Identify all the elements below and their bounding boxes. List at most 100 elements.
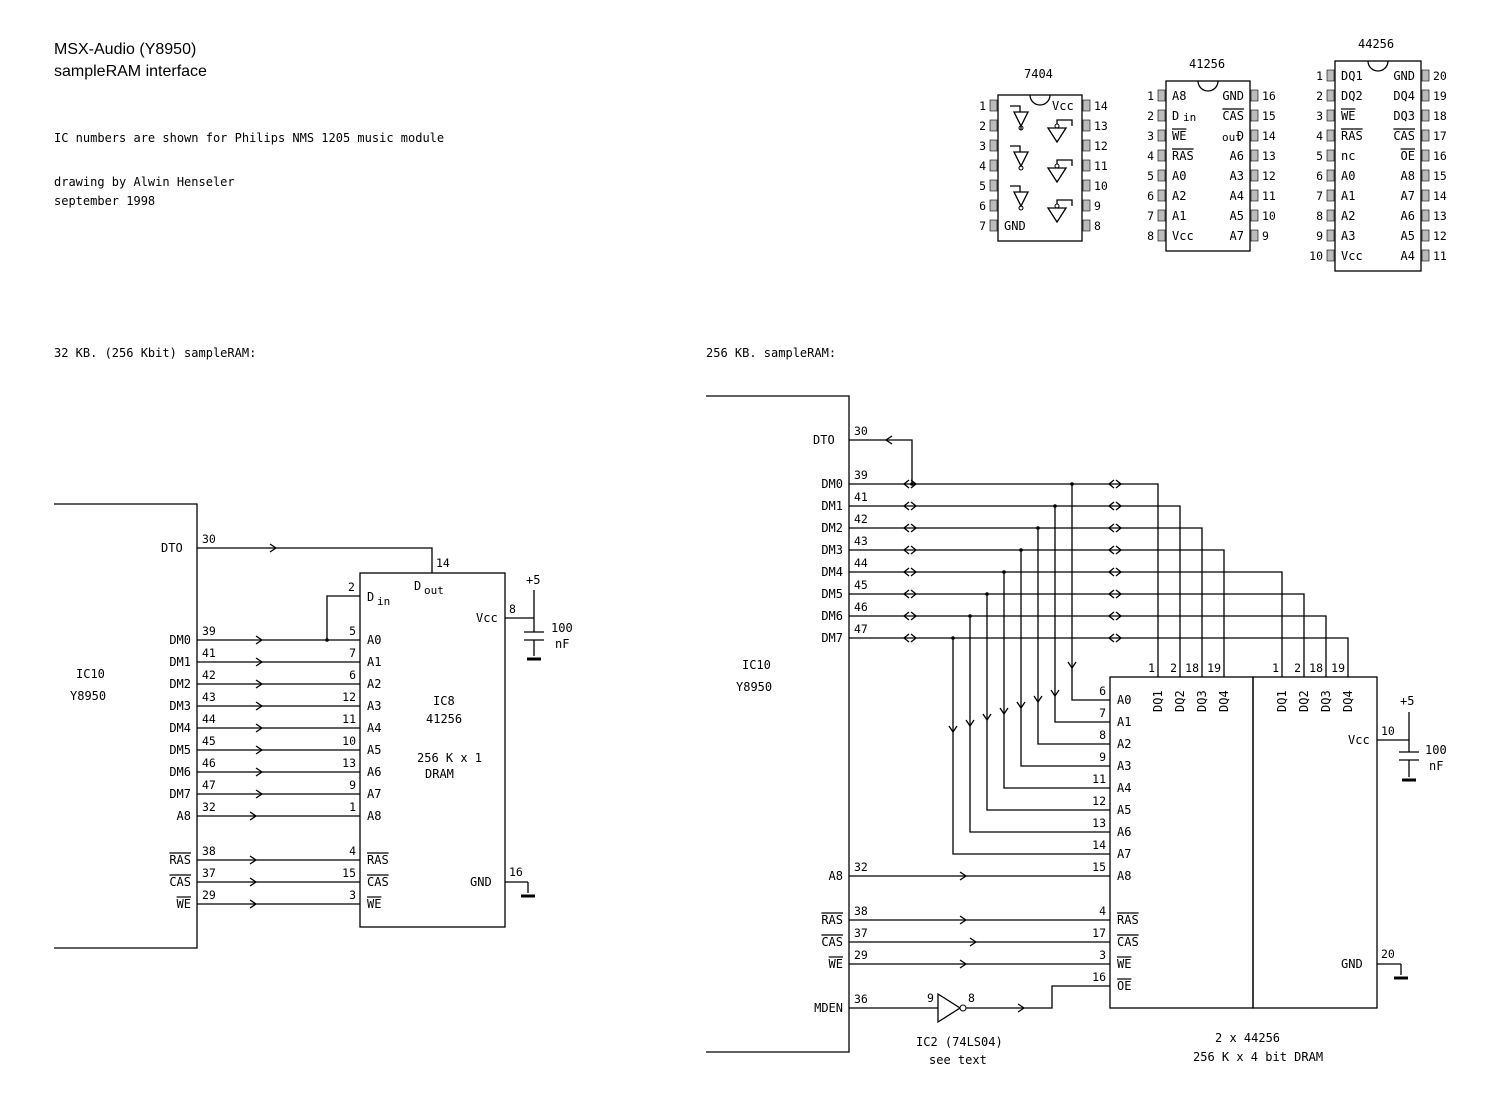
dram-pin-number: 7 <box>349 646 356 660</box>
page-subtitle: sampleRAM interface <box>54 63 207 80</box>
y8950-pin-number: 44 <box>854 556 868 570</box>
junction-dot <box>951 636 955 640</box>
right-vcc-label: Vcc <box>1348 733 1370 747</box>
data-wire <box>849 637 1349 677</box>
right-supply-label: +5 <box>1400 694 1414 708</box>
pin-number: 6 <box>979 199 986 213</box>
y8950-pin-number: 29 <box>202 888 216 902</box>
pin-number: 6 <box>1316 169 1323 183</box>
dram-pin-number: 11 <box>1092 772 1106 786</box>
dram-pin-name: A7 <box>367 787 381 801</box>
data-wire <box>849 483 1159 677</box>
right-vcc-pin: 10 <box>1381 724 1395 738</box>
pin-pad <box>1326 89 1335 102</box>
pin-number: 15 <box>1433 169 1447 183</box>
pin-number: 6 <box>1147 189 1154 203</box>
dram-pin-name: CAS <box>1117 935 1139 949</box>
arrow-bidirectional <box>1108 589 1122 599</box>
pin-number: 10 <box>1262 209 1276 223</box>
pin-pad <box>1250 229 1259 242</box>
y8950-signal-label: RAS <box>169 853 191 867</box>
dram-pin-number: 4 <box>349 844 356 858</box>
dq-pin-name: DQ3 <box>1319 690 1333 712</box>
pin-name: A1 <box>1172 209 1186 223</box>
arrow-bidirectional <box>903 611 917 621</box>
dram-pin-number: 13 <box>1092 816 1106 830</box>
pin-pad <box>1250 129 1259 142</box>
dram-pin-number: 9 <box>1099 750 1106 764</box>
y8950-pin-number: 29 <box>854 948 868 962</box>
y8950-pin-number: 32 <box>202 800 216 814</box>
dram-pin-number: 11 <box>342 712 356 726</box>
dram-pin-name: A4 <box>1117 781 1131 795</box>
dq-pin-name: DQ3 <box>1195 690 1209 712</box>
data-wire <box>849 615 1327 677</box>
pin-number: 5 <box>1147 169 1154 183</box>
y8950-signal-label: DM4 <box>821 565 843 579</box>
pin-pad <box>989 179 998 192</box>
pin-pad <box>1157 229 1166 242</box>
arrow-bidirectional <box>1108 567 1122 577</box>
junction-dot <box>1036 526 1040 530</box>
pin-number: 4 <box>1147 149 1154 163</box>
arrow-bidirectional <box>1108 501 1122 511</box>
pin-number: 19 <box>1433 89 1447 103</box>
pin-name: A7 <box>1401 189 1415 203</box>
dram-pin-number: 4 <box>1099 904 1106 918</box>
pin-pad <box>1157 129 1166 142</box>
pin-pad <box>1326 229 1335 242</box>
pin-name: A5 <box>1230 209 1244 223</box>
arrow-down <box>1067 661 1077 669</box>
left-vcc-label: Vcc <box>476 611 498 625</box>
y8950-signal-label: A8 <box>177 809 191 823</box>
left-gnd-pin: 16 <box>509 865 523 879</box>
arrow-right <box>255 635 263 645</box>
y8950-signal-label: WE <box>829 957 843 971</box>
pin-name: A8 <box>1401 169 1415 183</box>
right-ic10-name: IC10 <box>742 658 771 672</box>
page-title: MSX-Audio (Y8950) <box>54 41 196 58</box>
right-dram-pin-a1: 7A1 <box>1099 706 1131 729</box>
pin-name: D <box>1172 109 1179 123</box>
pin-number: 7 <box>1147 209 1154 223</box>
pin-name: GND <box>1222 89 1244 103</box>
right-dto-label: DTO <box>813 433 835 447</box>
dram-pin-number: 10 <box>342 734 356 748</box>
pin-subscript: out <box>1222 131 1242 144</box>
pin-name: A4 <box>1230 189 1244 203</box>
pin-pad <box>1326 249 1335 262</box>
pin-name: A6 <box>1230 149 1244 163</box>
dram-pin-number: 15 <box>1092 860 1106 874</box>
dq-pin-name: DQ4 <box>1217 690 1231 712</box>
dram-pin-name: OE <box>1117 979 1131 993</box>
dram-pin-number: 6 <box>1099 684 1106 698</box>
right-dram-pin-a0: 6A0 <box>1099 684 1131 707</box>
y8950-pin-number: 39 <box>854 468 868 482</box>
pin-number: 9 <box>1262 229 1269 243</box>
pin-name: WE <box>1341 109 1355 123</box>
dq-pin-number: 19 <box>1207 661 1221 675</box>
pin-pad <box>1421 149 1430 162</box>
pin-pad <box>1250 89 1259 102</box>
data-wire <box>849 571 1283 677</box>
right-dram-pin-a2: 8A2 <box>1099 728 1131 751</box>
y8950-pin-number: 43 <box>202 690 216 704</box>
arrow-right <box>255 701 263 711</box>
pin-number: 12 <box>1262 169 1276 183</box>
arrow-down <box>948 725 958 733</box>
left-dto-pin: 30 <box>202 532 216 546</box>
left-dout-sub: out <box>424 584 444 597</box>
left-ic10-part: Y8950 <box>70 689 106 703</box>
right-cap-unit: nF <box>1429 759 1443 773</box>
y8950-pin-number: 38 <box>202 844 216 858</box>
pin-pad <box>1250 169 1259 182</box>
